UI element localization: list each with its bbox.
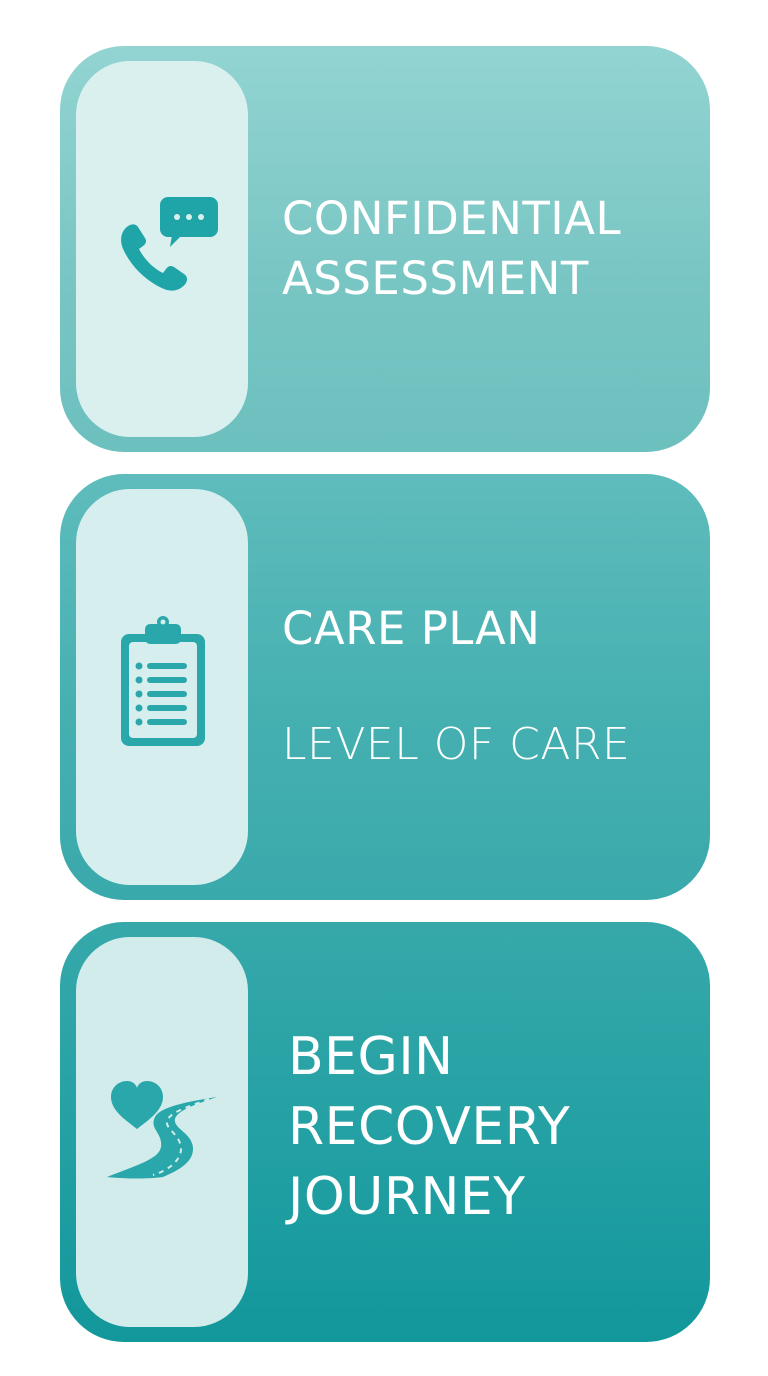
title-line: RECOVERY bbox=[288, 1097, 571, 1157]
step-text: CONFIDENTIAL ASSESSMENT bbox=[282, 46, 680, 452]
step-card-confidential-assessment: CONFIDENTIAL ASSESSMENT bbox=[60, 46, 710, 452]
step-title: CARE PLAN bbox=[282, 602, 541, 655]
step-subtitle: LEVEL OF CARE bbox=[282, 719, 631, 770]
step-title: BEGIN RECOVERY JOURNEY bbox=[288, 1022, 680, 1232]
title-line: BEGIN bbox=[288, 1027, 454, 1087]
step-text: BEGIN RECOVERY JOURNEY bbox=[282, 922, 680, 1342]
step-text: CARE PLAN LEVEL OF CARE bbox=[282, 474, 680, 900]
title-line: JOURNEY bbox=[288, 1167, 526, 1227]
icon-panel bbox=[76, 489, 248, 885]
title-line: CONFIDENTIAL bbox=[282, 192, 622, 245]
step-card-care-plan: CARE PLAN LEVEL OF CARE bbox=[60, 474, 710, 900]
clipboard-checklist-icon bbox=[121, 616, 205, 746]
title-line: ASSESSMENT bbox=[282, 252, 589, 305]
step-title: CONFIDENTIAL ASSESSMENT bbox=[282, 189, 680, 309]
heart-road-icon bbox=[107, 1081, 217, 1179]
step-card-begin-recovery-journey: BEGIN RECOVERY JOURNEY bbox=[60, 922, 710, 1342]
icon-panel bbox=[76, 937, 248, 1327]
phone-chat-icon bbox=[121, 197, 218, 291]
icon-panel bbox=[76, 61, 248, 437]
